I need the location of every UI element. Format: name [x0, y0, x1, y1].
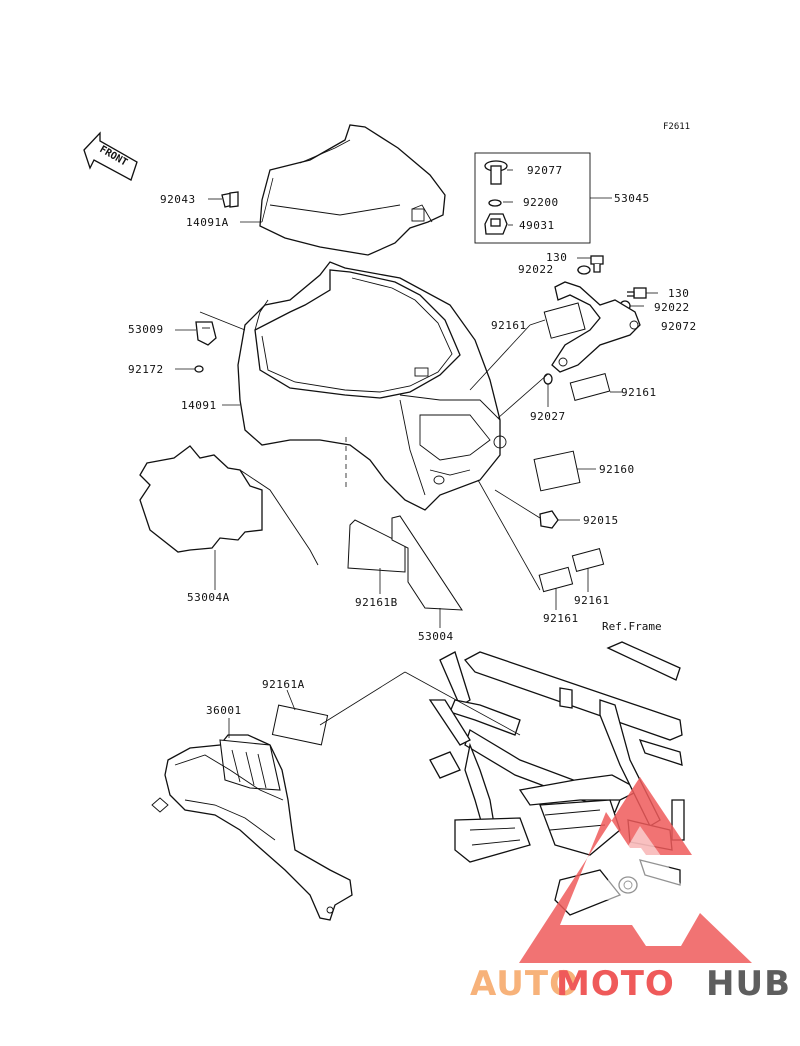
insulator-53004A-part [139, 445, 319, 566]
label-92161A: 92161A [262, 678, 305, 691]
clip-92172-part [194, 365, 204, 373]
label-14091: 14091 [181, 399, 217, 412]
decal-92160 [533, 450, 581, 492]
label-92161B: 92161B [355, 596, 398, 609]
decal-53004 [391, 515, 463, 611]
decal-92161-lower-right [571, 548, 605, 572]
label-92161-lower-left: 92161 [543, 612, 579, 625]
watermark-moto: MOTO [556, 964, 675, 1004]
decal-92161-upper [543, 302, 586, 339]
label-92043: 92043 [160, 193, 196, 206]
leader-lines [175, 169, 658, 738]
decal-92161-right [569, 373, 611, 401]
watermark-auto: AUTO [470, 964, 579, 1004]
label-92161-upper: 92161 [491, 319, 527, 332]
grommet-92027-part [543, 373, 553, 385]
label-92015: 92015 [583, 514, 619, 527]
label-92022-upper: 92022 [518, 263, 554, 276]
front-arrow-icon: FRONT [83, 131, 138, 181]
label-92022-right: 92022 [654, 301, 690, 314]
duct-36001-part [151, 734, 353, 921]
label-53004A: 53004A [187, 591, 230, 604]
label-130-right: 130 [668, 287, 689, 300]
label-36001: 36001 [206, 704, 242, 717]
reference-frame-label: Ref.Frame [602, 620, 662, 633]
kit-53045-box [474, 152, 591, 244]
label-92160: 92160 [599, 463, 635, 476]
rivet-53009-part [195, 321, 217, 346]
decal-92161A [271, 704, 329, 746]
label-92077: 92077 [527, 164, 563, 177]
label-53004: 53004 [418, 630, 454, 643]
label-14091A: 14091A [186, 216, 229, 229]
nut-92015-part [539, 510, 559, 529]
bolt-92043-part [221, 191, 239, 208]
watermark-hub: HUB [706, 964, 791, 1004]
upper-cover-part [259, 124, 446, 256]
label-53009: 53009 [128, 323, 164, 336]
label-92200: 92200 [523, 196, 559, 209]
washer-92022-upper [577, 265, 591, 275]
decal-92161B [347, 519, 406, 573]
label-92027: 92027 [530, 410, 566, 423]
label-49031: 49031 [519, 219, 555, 232]
label-92161-right: 92161 [621, 386, 657, 399]
decal-92161-lower-left [538, 566, 574, 593]
automotohub-watermark-logo: AUTO MOTO HUB [470, 777, 791, 1004]
label-92072: 92072 [661, 320, 697, 333]
label-92161-lower-right: 92161 [574, 594, 610, 607]
bracket-92072-part [551, 281, 641, 373]
label-130-upper: 130 [546, 251, 567, 264]
main-cowl-part [237, 261, 507, 511]
figure-code: F2611 [663, 122, 690, 132]
bolt-130-upper [590, 255, 604, 273]
label-92172: 92172 [128, 363, 164, 376]
label-53045: 53045 [614, 192, 650, 205]
bolt-130-right [627, 287, 647, 299]
